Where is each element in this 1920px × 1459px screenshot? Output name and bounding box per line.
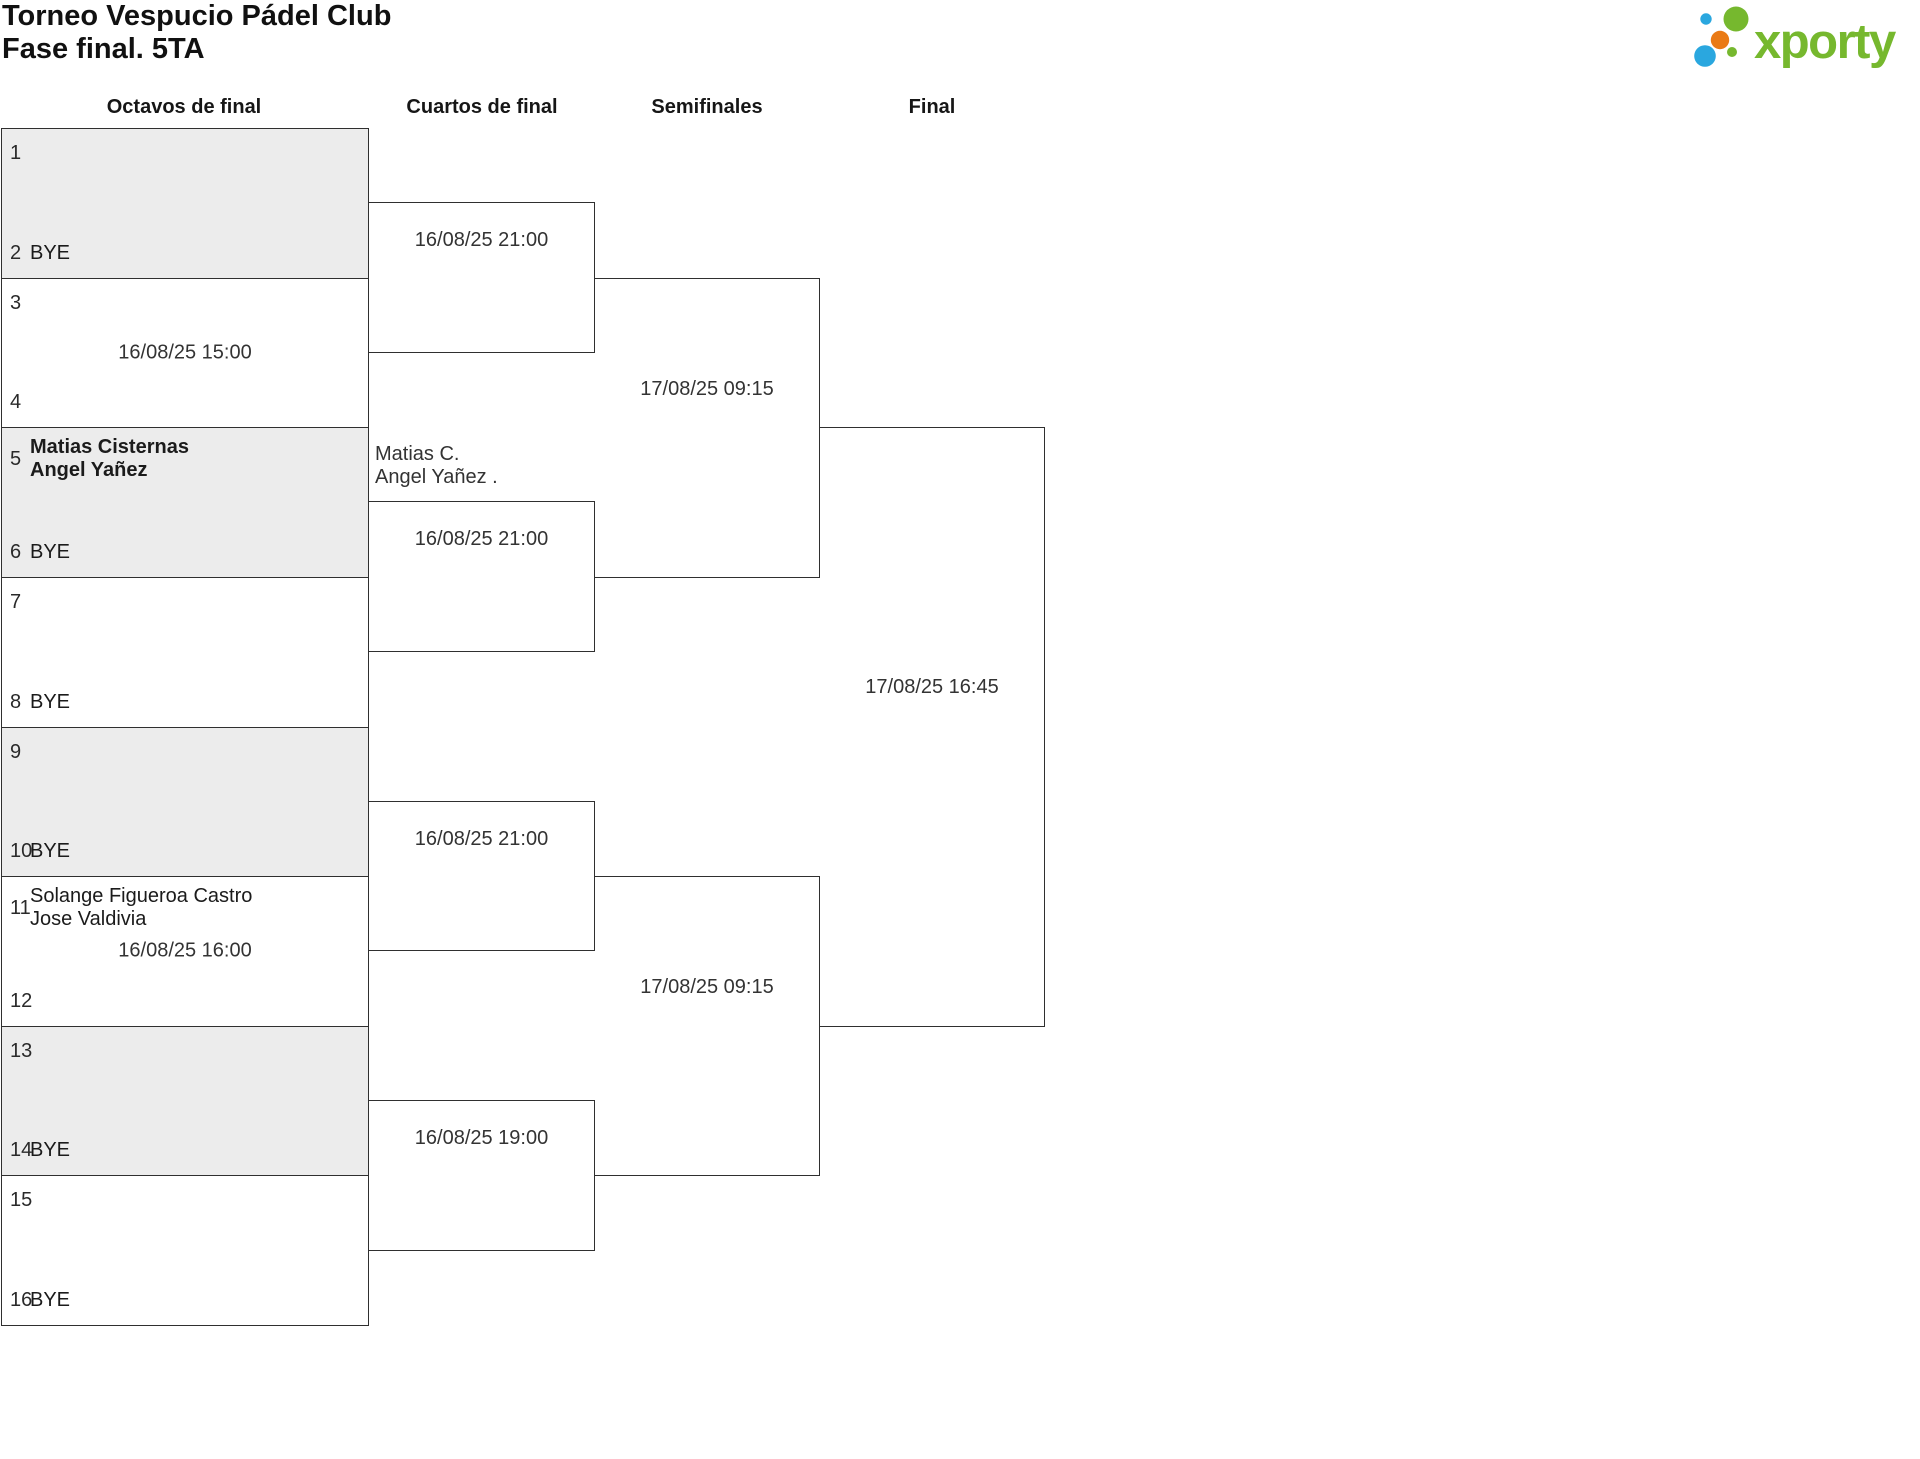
seed-number: 4 <box>10 391 22 414</box>
tournament-name: Torneo Vespucio Pádel Club <box>2 0 392 32</box>
match-date: 17/08/25 16:45 <box>865 676 999 698</box>
column-header-octavos: Octavos de final <box>106 96 262 118</box>
advancing-team: Matias C.Angel Yañez . <box>375 443 498 489</box>
seed-number: 16 <box>10 1289 33 1311</box>
match-date: 16/08/25 15:00 <box>118 341 252 364</box>
seed-number: 11 <box>10 897 31 920</box>
r16-match-9-10[interactable]: 9 10 BYE <box>2 726 368 877</box>
bye-label: BYE <box>30 840 71 863</box>
seed-number: 12 <box>10 989 33 1012</box>
seed-number: 2 <box>10 241 22 264</box>
r16-match-13-14[interactable]: 13 14 BYE <box>2 1025 368 1176</box>
qf-match-4[interactable]: 16/08/25 19:00 <box>369 1100 595 1251</box>
match-date: 16/08/25 21:00 <box>414 828 549 850</box>
player-name: Angel Yañez . <box>375 466 498 488</box>
seed-number: 5 <box>10 448 22 471</box>
logo-dots-icon <box>1694 6 1749 67</box>
column-header-semifinales: Semifinales <box>651 96 763 118</box>
bye-label: BYE <box>30 1139 71 1162</box>
qf-match-3[interactable]: 16/08/25 21:00 <box>369 801 595 951</box>
bye-label: BYE <box>30 1289 71 1311</box>
qf-match-1[interactable]: 16/08/25 21:00 <box>369 202 595 353</box>
bye-label: BYE <box>30 690 71 713</box>
match-date: 16/08/25 19:00 <box>414 1127 549 1149</box>
seed-number: 8 <box>10 690 22 713</box>
player-name: Solange Figueroa Castro <box>30 885 253 908</box>
match-date: 16/08/25 21:00 <box>414 229 549 251</box>
seed-number: 6 <box>10 540 22 563</box>
seed-number: 1 <box>10 142 22 164</box>
player-name: Matias C. <box>375 443 460 465</box>
column-header-final: Final <box>908 96 956 118</box>
match-date: 17/08/25 09:15 <box>640 976 774 998</box>
xporty-logo[interactable]: xporty <box>1680 0 1920 72</box>
seed-number: 9 <box>10 740 22 763</box>
player-name: Jose Valdivia <box>30 908 147 931</box>
seed-number: 14 <box>10 1139 33 1162</box>
r16-match-7-8[interactable]: 7 8 BYE <box>2 576 368 727</box>
match-date: 16/08/25 16:00 <box>118 939 252 962</box>
bye-label: BYE <box>30 241 71 264</box>
player-name: Angel Yañez <box>30 459 148 482</box>
r16-match-1-2[interactable]: 1 2 BYE <box>2 129 368 278</box>
sf-match-2[interactable]: 17/08/25 09:15 <box>595 876 820 1176</box>
logo-wordmark: xporty <box>1754 15 1896 69</box>
seed-number: 3 <box>10 291 22 314</box>
sf-match-1[interactable]: 17/08/25 09:15 <box>595 278 820 578</box>
final-match[interactable]: 17/08/25 16:45 <box>820 427 1045 1027</box>
seed-number: 10 <box>10 840 33 863</box>
round-of-16-column: 1 2 BYE 3 16/08/25 15:00 4 5 Matias Cist… <box>1 128 369 1326</box>
player-name: Matias Cisternas <box>30 436 189 459</box>
column-header-cuartos: Cuartos de final <box>406 96 558 118</box>
seed-number: 7 <box>10 590 22 613</box>
seed-number: 15 <box>10 1189 33 1212</box>
match-date: 16/08/25 21:00 <box>414 528 549 550</box>
r16-match-3-4[interactable]: 3 16/08/25 15:00 4 <box>2 277 368 428</box>
bye-label: BYE <box>30 540 71 563</box>
match-date: 17/08/25 09:15 <box>640 378 774 400</box>
page-subtitle: Fase final. 5TA <box>2 33 205 65</box>
seed-number: 13 <box>10 1039 33 1062</box>
qf-match-2[interactable]: 16/08/25 21:00 <box>369 501 595 652</box>
r16-match-15-16[interactable]: 15 16 BYE <box>2 1175 368 1325</box>
